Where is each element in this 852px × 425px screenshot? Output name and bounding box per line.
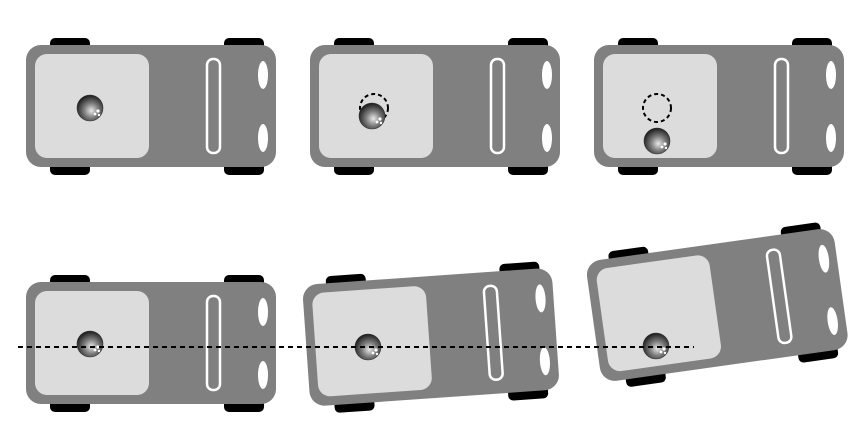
ball-2-1 <box>76 330 104 358</box>
car-1-1 <box>24 36 278 177</box>
ball-1-1 <box>76 94 104 122</box>
ball-2-2 <box>354 333 382 361</box>
car-2-2 <box>300 259 562 416</box>
panel-1-scene <box>24 36 846 177</box>
ball-1-3 <box>643 127 671 155</box>
car-1-3 <box>592 36 846 177</box>
ball-1-2 <box>358 102 386 130</box>
panel-2-scene <box>18 219 852 416</box>
car-2-1 <box>24 273 278 414</box>
ball-2-3 <box>642 332 670 360</box>
car-1-2 <box>308 36 562 177</box>
car-2-3 <box>582 219 852 392</box>
